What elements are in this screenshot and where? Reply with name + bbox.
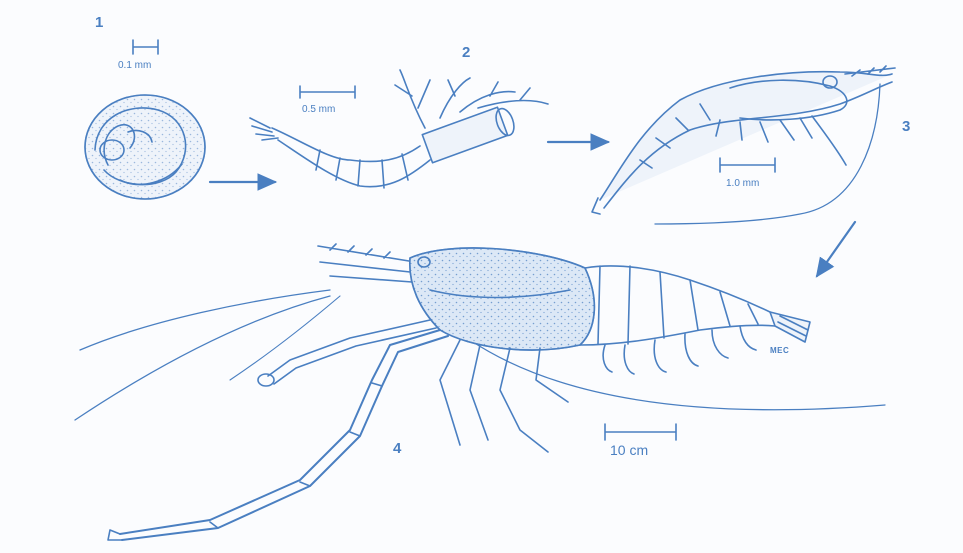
- egg-scale-label: 0.1 mm: [118, 60, 151, 71]
- adult-scale-label: 10 cm: [610, 442, 648, 458]
- larva-scale-label: 0.5 mm: [302, 104, 335, 115]
- stage-4-number: 4: [393, 440, 401, 457]
- illustrator-signature: MEC: [770, 346, 789, 355]
- stage-3-number: 3: [902, 118, 910, 135]
- adult-prawn-drawing: [75, 244, 885, 540]
- adult-scale-bar: [605, 424, 676, 440]
- larva-drawing: [250, 70, 548, 188]
- postlarva-scale-label: 1.0 mm: [726, 178, 759, 189]
- stage-1-number: 1: [95, 14, 103, 31]
- postlarva-scale-bar: [720, 158, 775, 172]
- arrow-3-to-4: [817, 222, 855, 276]
- larva-scale-bar: [300, 86, 355, 98]
- postlarva-drawing: [592, 66, 895, 224]
- stage-2-number: 2: [462, 44, 470, 61]
- egg-scale-bar: [133, 40, 158, 54]
